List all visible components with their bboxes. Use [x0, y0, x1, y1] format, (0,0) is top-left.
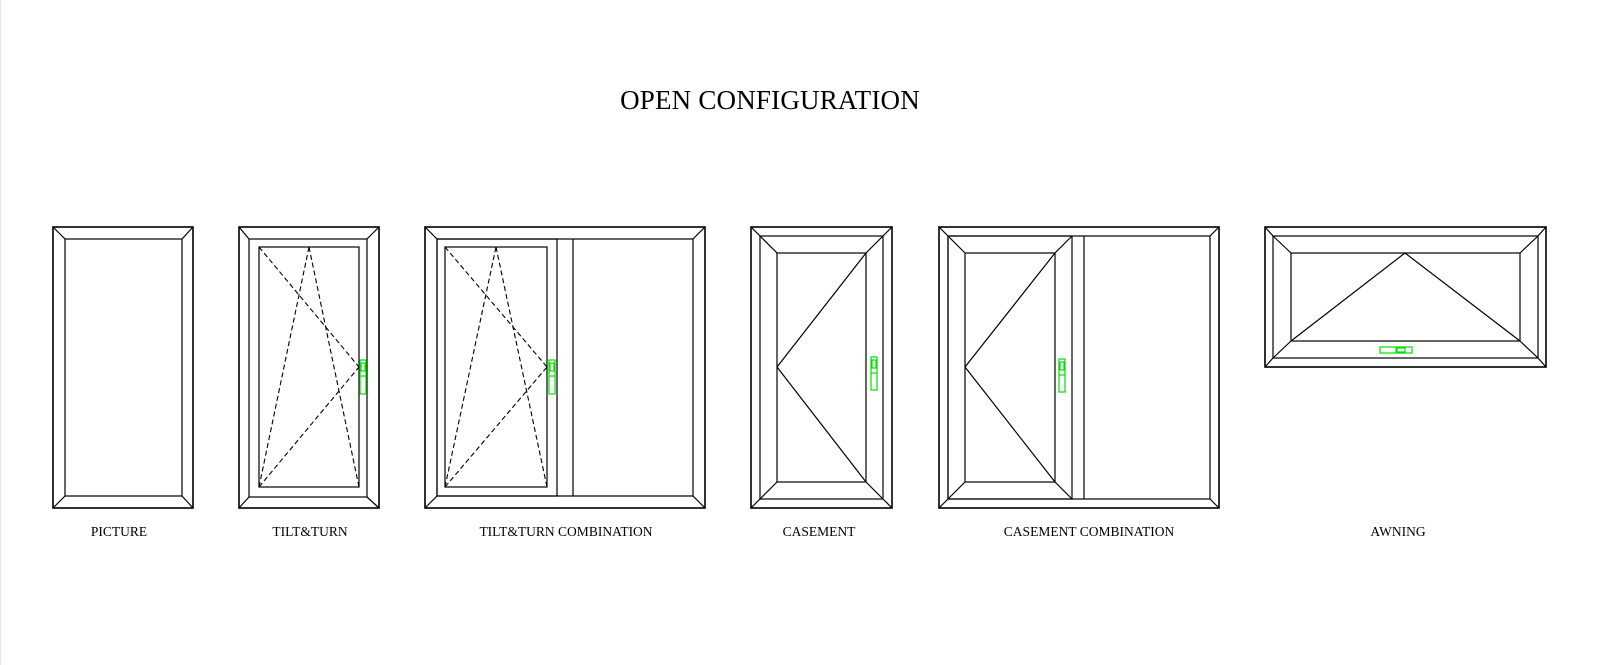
caption-casement: CASEMENT	[782, 524, 856, 539]
awning-glass	[1290, 252, 1521, 342]
caption-tilt-turn: TILT&TURN	[272, 524, 348, 539]
tilt-turn-combination-glass	[444, 246, 548, 488]
awning-outer-frame	[1264, 226, 1547, 368]
casement-combination-glass	[964, 252, 1056, 483]
casement-sash	[759, 235, 884, 500]
casement-combination-outer-frame	[938, 226, 1220, 509]
casement-handle-icon	[870, 356, 878, 391]
tilt-turn-glass	[258, 246, 360, 488]
tilt-turn-combination-handle-icon	[548, 359, 556, 395]
page-edge	[0, 0, 1, 665]
page-title: OPEN CONFIGURATION	[620, 85, 920, 115]
casement-opening-lines	[776, 252, 867, 483]
window-picture	[52, 226, 194, 509]
tilt-turn-combination-frame-miters	[424, 226, 706, 509]
caption-awning: AWNING	[1370, 524, 1426, 539]
awning-frame-miters	[1264, 226, 1547, 368]
tilt-turn-outer-frame	[238, 226, 380, 509]
tilt-turn-combination-inner-frame	[436, 238, 694, 497]
tilt-turn-handle-icon	[359, 359, 367, 395]
tilt-turn-opening-lines	[258, 246, 360, 488]
casement-combination-sash	[947, 235, 1073, 500]
awning-opening-lines	[1290, 252, 1521, 342]
casement-glass	[776, 252, 867, 483]
caption-casement-combination: CASEMENT COMBINATION	[1003, 524, 1175, 539]
casement-combination-frame-miters	[938, 226, 1220, 509]
window-awning	[1264, 226, 1547, 368]
tilt-turn-frame-miters	[238, 226, 380, 509]
tilt-turn-combination-sash	[436, 238, 558, 497]
casement-combination-sash-miters	[947, 235, 1073, 500]
casement-combination-opening-lines	[964, 252, 1056, 483]
casement-combination-handle-icon	[1058, 358, 1066, 393]
picture-glass	[64, 238, 183, 497]
awning-sash	[1272, 235, 1539, 359]
picture-frame-miters	[52, 226, 194, 509]
window-tilt-turn	[238, 226, 380, 509]
window-casement-combination	[938, 226, 1220, 509]
tilt-turn-combination-opening-lines	[444, 246, 548, 488]
picture-outer-frame	[52, 226, 194, 509]
window-casement	[750, 226, 893, 509]
caption-picture: PICTURE	[90, 524, 148, 539]
window-tilt-turn-combination	[424, 226, 706, 509]
casement-outer-frame	[750, 226, 893, 509]
caption-tilt-turn-combination: TILT&TURN COMBINATION	[479, 524, 653, 539]
tilt-turn-sash	[248, 238, 368, 498]
tilt-turn-combination-outer-frame	[424, 226, 706, 509]
awning-handle-icon	[1379, 346, 1413, 354]
casement-combination-inner-frame	[947, 235, 1211, 500]
casement-frame-miters	[750, 226, 893, 509]
